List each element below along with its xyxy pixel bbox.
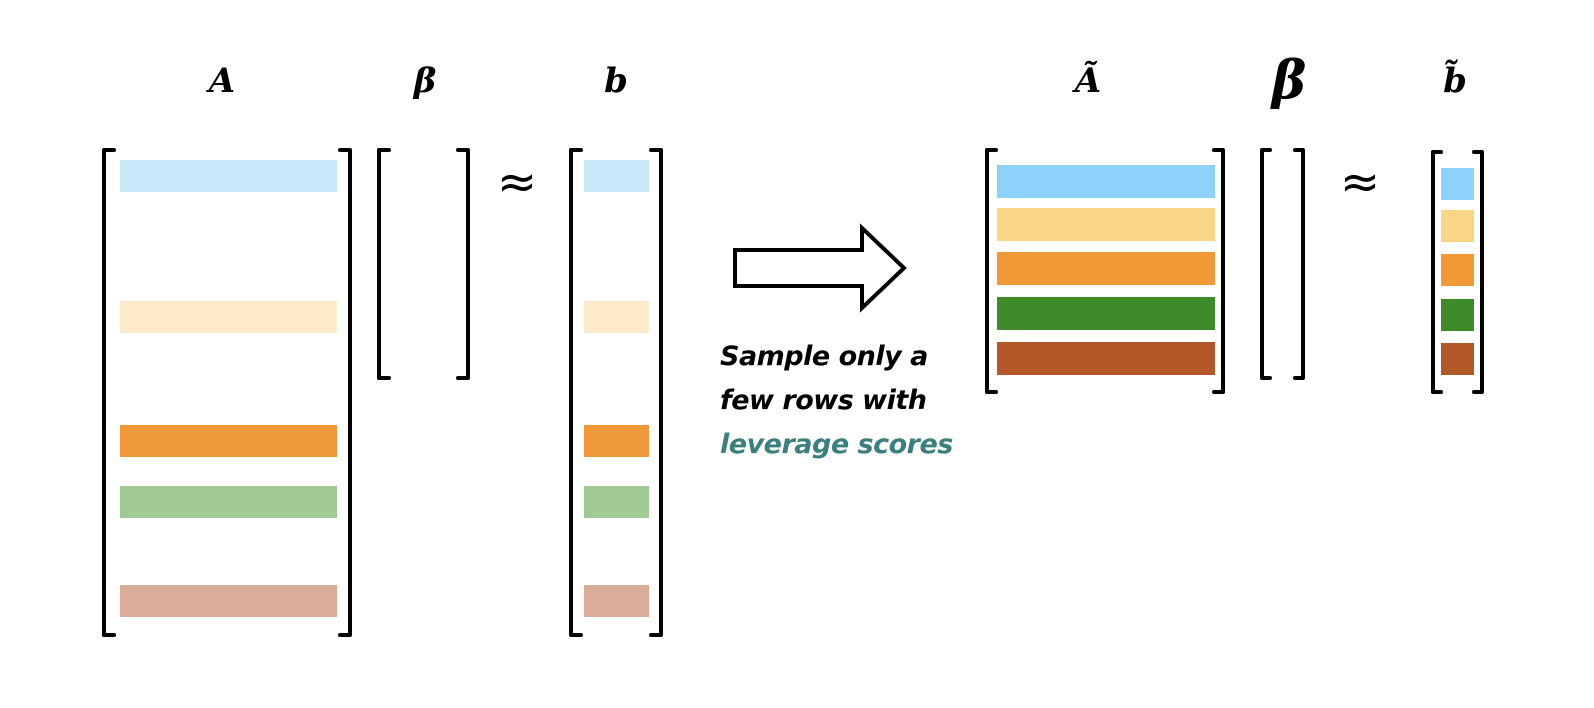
vector-b-row-5 — [584, 585, 649, 617]
bracket-beta-right-close — [1293, 148, 1305, 380]
matrix-a-row-1 — [120, 160, 337, 192]
caption-line-2: few rows with — [720, 385, 927, 416]
vector-b-tilde-rows — [1441, 168, 1474, 375]
matrix-a-row-3 — [120, 425, 337, 457]
approx-symbol-right: ≈ — [1340, 154, 1380, 210]
bracket-a-tilde-left — [985, 148, 998, 394]
vector-b-tilde-row-3 — [1441, 254, 1474, 286]
right-arrow-icon — [733, 223, 907, 313]
bracket-beta-left-close — [456, 148, 470, 380]
matrix-a-tilde-row-1 — [997, 165, 1215, 198]
label-matrix-a: A — [206, 61, 235, 101]
bracket-b-tilde-left — [1431, 150, 1443, 394]
label-beta-left: β — [412, 61, 437, 101]
label-beta-right: β — [1270, 50, 1307, 111]
caption-highlight: leverage scores — [720, 429, 953, 460]
matrix-a-tilde-row-3 — [997, 252, 1215, 285]
matrix-a-tilde-row-2 — [997, 208, 1215, 241]
matrix-a-tilde-row-5 — [997, 342, 1215, 375]
vector-b-row-3 — [584, 425, 649, 457]
label-matrix-a-tilde: Ã — [1072, 61, 1101, 101]
matrix-a-tilde-row-4 — [997, 297, 1215, 330]
matrix-a-rows — [120, 160, 337, 617]
vector-b-row-1 — [584, 160, 649, 192]
caption-line-1: Sample only a — [720, 341, 928, 372]
label-b-tilde: b̃ — [1443, 59, 1467, 101]
approx-symbol-left: ≈ — [497, 154, 537, 210]
bracket-a-tilde-right — [1212, 148, 1225, 394]
vector-b-row-4 — [584, 486, 649, 518]
matrix-a-tilde-rows — [997, 165, 1215, 375]
bracket-a-left — [102, 148, 116, 637]
vector-b-tilde-row-1 — [1441, 168, 1474, 200]
bracket-b-tilde-right — [1472, 150, 1484, 394]
bracket-b-right — [649, 148, 663, 637]
bracket-b-left — [569, 148, 583, 637]
bracket-a-right — [338, 148, 352, 637]
bracket-beta-left-open — [377, 148, 391, 380]
vector-b-rows — [584, 160, 649, 617]
label-b: b — [604, 61, 628, 101]
vector-b-row-2 — [584, 301, 649, 333]
sampling-caption: Sample only a few rows with leverage sco… — [720, 335, 1020, 467]
bracket-beta-right-open — [1260, 148, 1272, 380]
matrix-a-row-4 — [120, 486, 337, 518]
matrix-a-row-2 — [120, 301, 337, 333]
vector-b-tilde-row-4 — [1441, 299, 1474, 331]
vector-b-tilde-row-2 — [1441, 210, 1474, 242]
vector-b-tilde-row-5 — [1441, 343, 1474, 375]
matrix-a-row-5 — [120, 585, 337, 617]
